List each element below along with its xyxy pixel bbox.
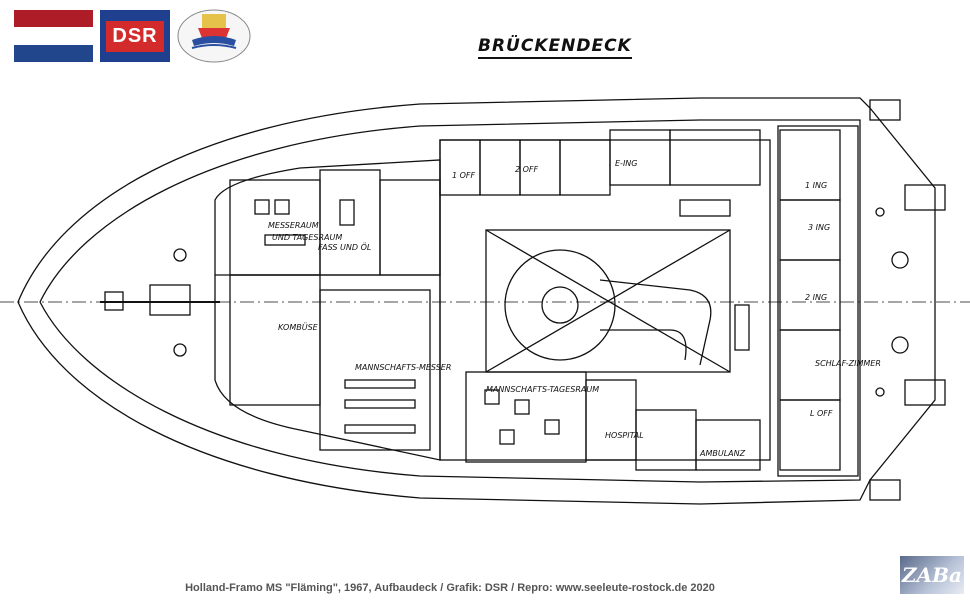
flag-stripe-red (14, 10, 93, 28)
room-label-messeraum: MESSERAUM (268, 221, 319, 230)
room-label-hospital: HOSPITAL (605, 431, 644, 440)
room-label-1-ing: 1 ING (805, 181, 827, 190)
seeleute-rostock-seal (177, 9, 251, 63)
page-title: BRÜCKENDECK (478, 36, 632, 59)
room-label-1-off: 1 OFF (452, 171, 476, 180)
hull-outline (17, 97, 936, 505)
netherlands-flag (14, 10, 93, 62)
room-label-3-ing: 3 ING (808, 223, 830, 232)
room-label-l-off: L OFF (810, 409, 833, 418)
dsr-logo-text: DSR (106, 20, 164, 52)
room-label-schlafzimmer: SCHLAF-ZIMMER (815, 359, 881, 368)
flag-stripe-white (14, 27, 93, 45)
dsr-logo: DSR (100, 10, 170, 62)
room-label-2-ing: 2 ING (805, 293, 827, 302)
room-label-mannschaftsmesser: MANNSCHAFTS-MESSER (355, 363, 451, 372)
deck-plan: MESSERAUM UND TAGESRAUM FASS UND ÖL 1 OF… (0, 97, 970, 505)
zaba-logo-text: ZABa (902, 563, 962, 587)
superstructure-outline (214, 159, 441, 276)
room-label-ambulanz: AMBULANZ (699, 449, 746, 458)
zaba-logo: ZABa (900, 556, 964, 594)
room-label-2-off: 2 OFF (515, 165, 539, 174)
room-label-kombuese: KOMBÜSE (278, 322, 319, 332)
footer-caption: Holland-Framo MS "Fläming", 1967, Aufbau… (185, 582, 715, 594)
funnel (504, 249, 616, 361)
room-label-fass: FASS UND ÖL (318, 242, 371, 252)
room-label-tagesraum: UND TAGESRAUM (272, 233, 342, 242)
hull-inner (39, 119, 861, 483)
room-label-e-ing: E-ING (615, 159, 637, 168)
room-label-mannschaftstagesraum: MANNSCHAFTS-TAGESRAUM (486, 385, 599, 394)
flag-stripe-blue (14, 44, 93, 62)
